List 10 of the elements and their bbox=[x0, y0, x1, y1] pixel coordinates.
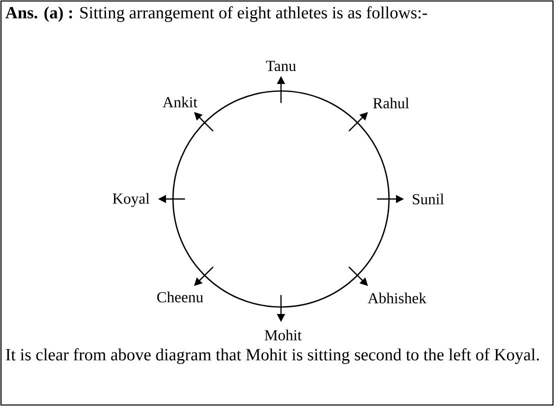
title: Ans. (a) : Sitting arrangement of eight athletes is as follows:- bbox=[5, 6, 427, 22]
name-label: Sunil bbox=[412, 194, 444, 204]
caption: It is clear from above diagram that Mohit is sitting second to the left of Koyal. bbox=[6, 348, 539, 364]
name-label: Koyal bbox=[112, 193, 150, 207]
name-label: Tanu bbox=[266, 60, 296, 72]
name-label: Mohit bbox=[264, 330, 302, 340]
name-label: Abhishek bbox=[368, 292, 426, 304]
name-label: Ankit bbox=[162, 96, 198, 108]
name-label: Cheenu bbox=[157, 292, 204, 302]
name-label: Rahul bbox=[373, 98, 409, 108]
